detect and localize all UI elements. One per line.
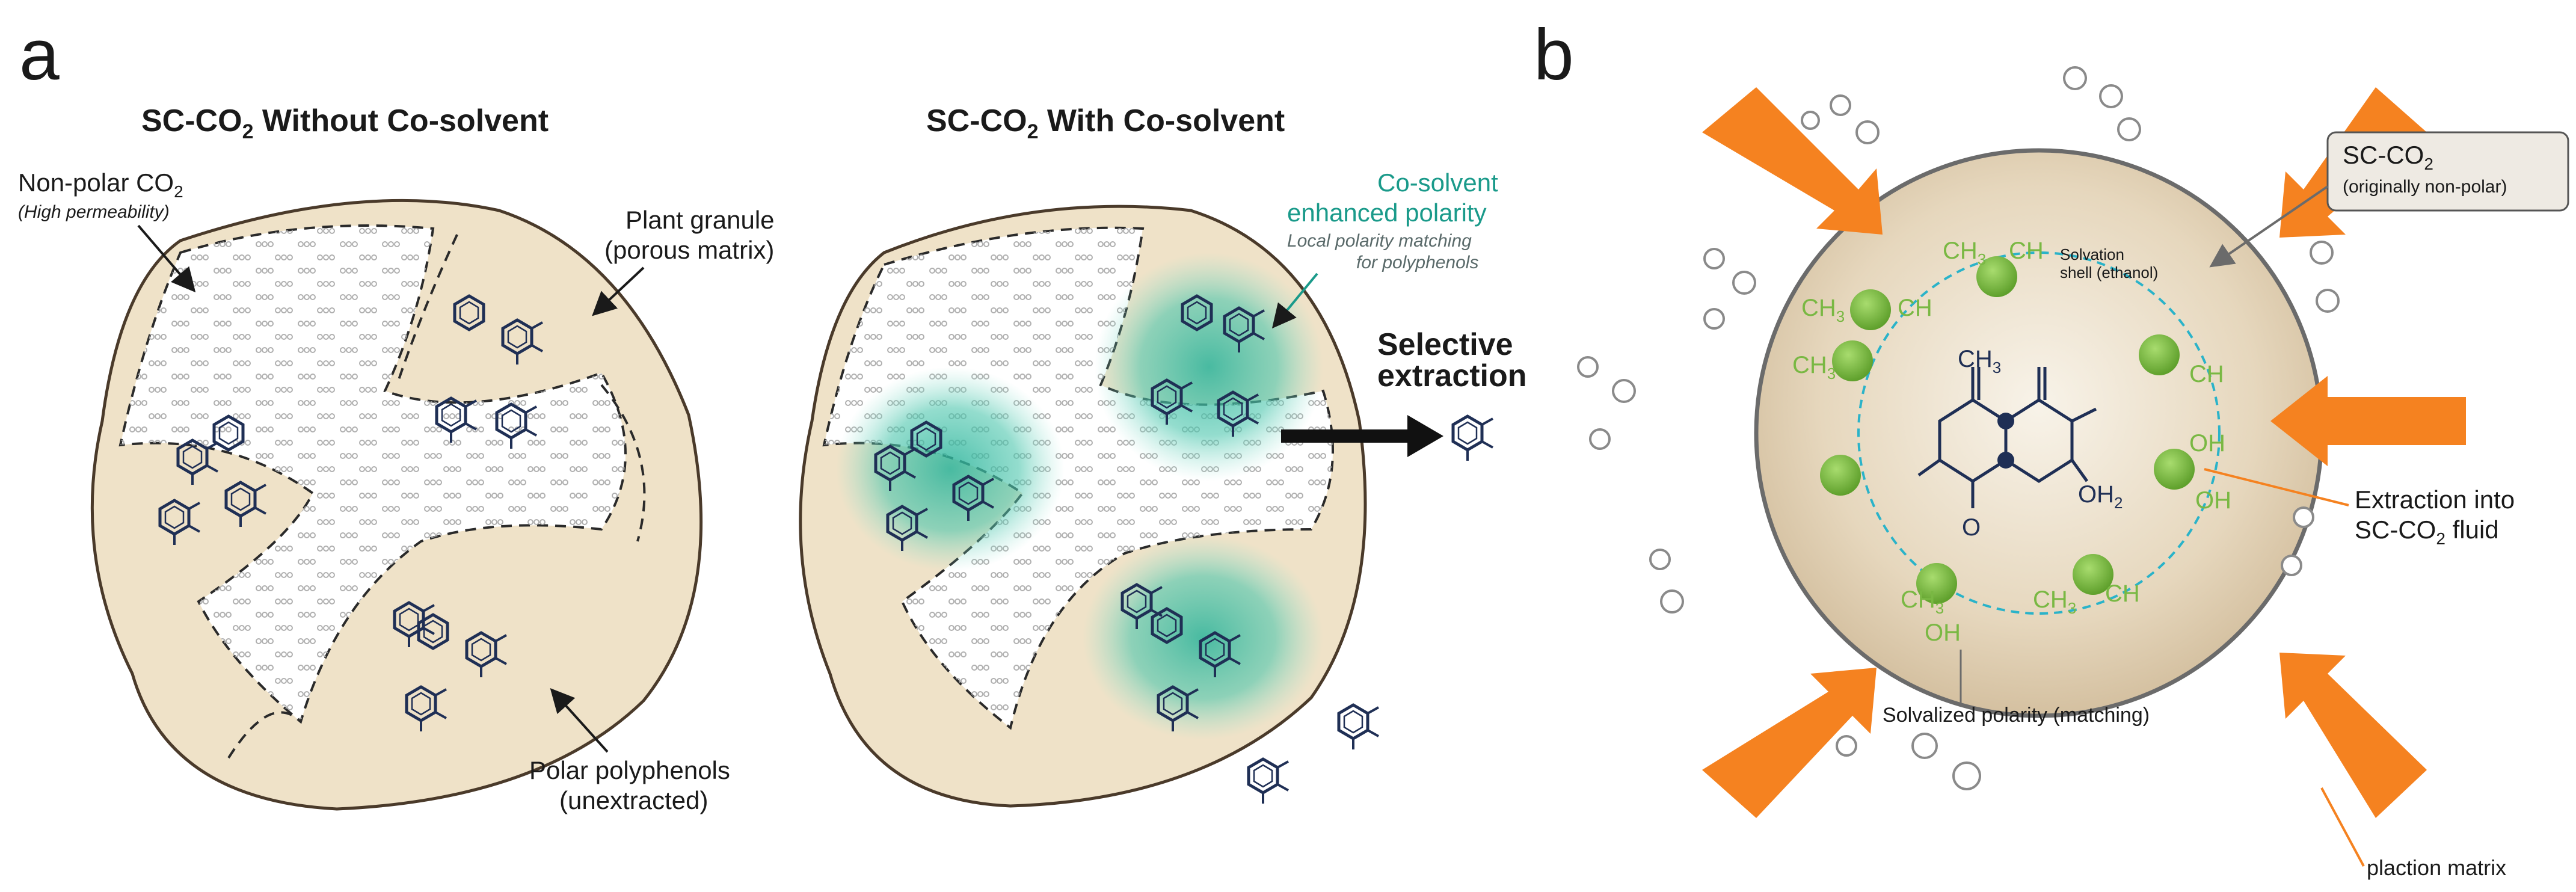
- svg-text:CH3: CH3: [1943, 238, 1986, 268]
- central-oh2-label: OH2: [2078, 481, 2123, 512]
- svg-text:CH3: CH3: [2033, 586, 2076, 617]
- svg-text:OH: OH: [1925, 620, 1961, 646]
- high-permeability-label: (High permeability): [18, 202, 170, 222]
- unextracted-label: (unextracted): [559, 786, 708, 814]
- polar-polyphenols-label: Polar polyphenols: [529, 756, 730, 784]
- svg-text:OH: OH: [2189, 430, 2225, 457]
- cosolvent-arrow: [1271, 272, 1318, 329]
- svg-text:OH: OH: [2195, 487, 2231, 514]
- plaction-matrix-label: plaction matrix: [2367, 855, 2506, 880]
- plaction-leader: [2320, 787, 2365, 867]
- left-title: SC-CO2 Without Co-solvent: [141, 103, 549, 143]
- panel-a-letter: a: [19, 14, 60, 95]
- svg-text:CH: CH: [2189, 361, 2224, 387]
- central-o-label: O: [1962, 514, 1981, 541]
- cosolvent-label: Co-solvent: [1377, 168, 1498, 197]
- green-ethanol-nodes: [1820, 256, 2195, 604]
- solvalized-label: Solvalized polarity (matching): [1883, 704, 2150, 727]
- solvation-shell-ring: [1857, 251, 2221, 615]
- extraction-label-1: Extraction into: [2355, 485, 2515, 514]
- nonpolar-arrow: [137, 224, 196, 293]
- green-labels: CH3 CH CH3 CH CH3 CH OH OH CH3 OH CH3 CH: [1792, 238, 2231, 646]
- co2-molecules: [1577, 66, 2340, 790]
- central-molecule: [1917, 367, 2097, 508]
- extraction-arrow: [2204, 468, 2349, 506]
- central-ch3-label: CH3: [1958, 346, 2001, 377]
- panel-b-letter: b: [1534, 14, 1574, 95]
- nonpolar-co2-label: Non-polar CO2: [18, 168, 183, 201]
- solvation-label-2: shell (ethanol): [2060, 263, 2158, 281]
- left-granule: [90, 198, 703, 811]
- svg-text:CH: CH: [1898, 295, 1932, 321]
- svg-text:CH: CH: [2009, 238, 2044, 264]
- local-polarity-label: Local polarity matching: [1287, 231, 1472, 251]
- sc-co2-box-title: SC-CO2: [2343, 141, 2433, 173]
- svg-text:CH: CH: [2105, 580, 2140, 607]
- solvation-label: Solvation: [2060, 245, 2124, 263]
- enhanced-polarity-label: enhanced polarity: [1287, 198, 1487, 227]
- right-title: SC-CO2 With Co-solvent: [926, 103, 1285, 143]
- extraction-label: extraction: [1377, 358, 1527, 393]
- plant-granule-label: Plant granule: [626, 206, 775, 234]
- extracted-polyphenol: [1453, 416, 1493, 461]
- sc-co2-sphere: [1754, 148, 2324, 718]
- selective-arrow-head: [1407, 415, 1443, 457]
- right-granule: [799, 205, 1367, 808]
- sc-co2-box-note: (originally non-polar): [2343, 177, 2507, 197]
- granule-arrow: [592, 266, 645, 316]
- porous-matrix-label: (porous matrix): [604, 236, 774, 264]
- polyphenol-arrow: [550, 688, 609, 753]
- sc-co2-box: [2326, 131, 2569, 212]
- selective-label: Selective: [1377, 327, 1513, 362]
- sc-co2-arrow: [2209, 185, 2329, 268]
- for-polyphenols-label: for polyphenols: [1356, 253, 1478, 272]
- extraction-label-2: SC-CO2 fluid: [2355, 515, 2499, 548]
